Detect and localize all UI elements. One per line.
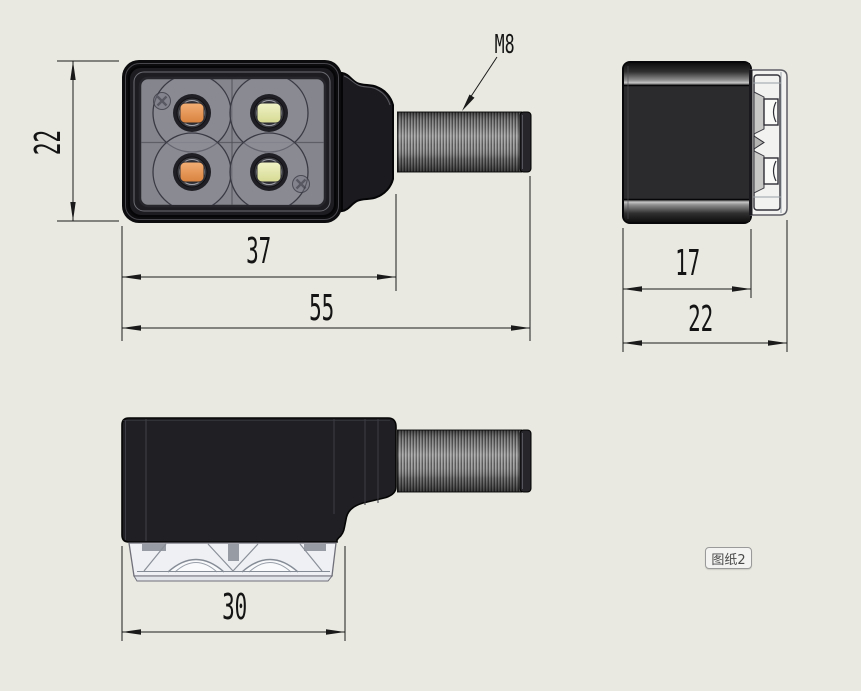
lens-dome-right	[241, 558, 299, 573]
led-bottom-right-yellow	[250, 153, 288, 191]
side-lens-facet-lower	[753, 150, 765, 194]
front-thread-barrel	[397, 111, 532, 173]
led-top-left-orange	[173, 94, 211, 132]
led-chip-orange	[179, 102, 205, 124]
lens-tab-left	[142, 544, 166, 551]
sheet-tab[interactable]: 图纸2	[705, 547, 752, 569]
thread-end-cap	[519, 111, 532, 173]
front-view	[122, 60, 532, 223]
bottom-housing	[121, 417, 397, 543]
bottom-clear-lens	[128, 542, 337, 582]
front-clamp-collar	[341, 71, 394, 213]
dim-side-depths	[622, 220, 788, 352]
dim-front-height	[57, 60, 119, 222]
led-array	[173, 94, 288, 191]
front-housing-ring	[125, 63, 339, 220]
led-chip-yellow	[256, 161, 282, 183]
led-chip-yellow	[256, 102, 282, 124]
side-lens-prism-mid	[753, 135, 765, 150]
front-lens-details	[141, 79, 324, 205]
side-bottom-band	[624, 200, 750, 222]
screw-top-left	[153, 92, 171, 110]
bottom-thread-barrel	[397, 429, 532, 493]
dim-bottom-lens-width	[121, 546, 346, 641]
lens-tab-right	[304, 544, 326, 551]
thread-callout-leader	[462, 56, 498, 111]
side-view	[622, 61, 788, 224]
dimension-linework	[57, 56, 788, 641]
led-bottom-left-orange	[173, 153, 211, 191]
thread-end-cap	[519, 429, 532, 493]
side-clear-lens	[749, 69, 788, 216]
side-top-band	[624, 63, 750, 85]
side-lens-facet-upper	[753, 91, 765, 135]
lens-dome-left	[167, 558, 225, 573]
bottom-view	[121, 417, 532, 582]
dim-front-lengths	[121, 176, 531, 341]
clamp-highlight	[343, 75, 391, 106]
screw-bottom-right	[292, 175, 310, 193]
front-bezel-highlight	[133, 71, 331, 212]
lens-tab-center	[228, 544, 239, 561]
led-chip-orange	[179, 161, 205, 183]
led-top-right-yellow	[250, 94, 288, 132]
